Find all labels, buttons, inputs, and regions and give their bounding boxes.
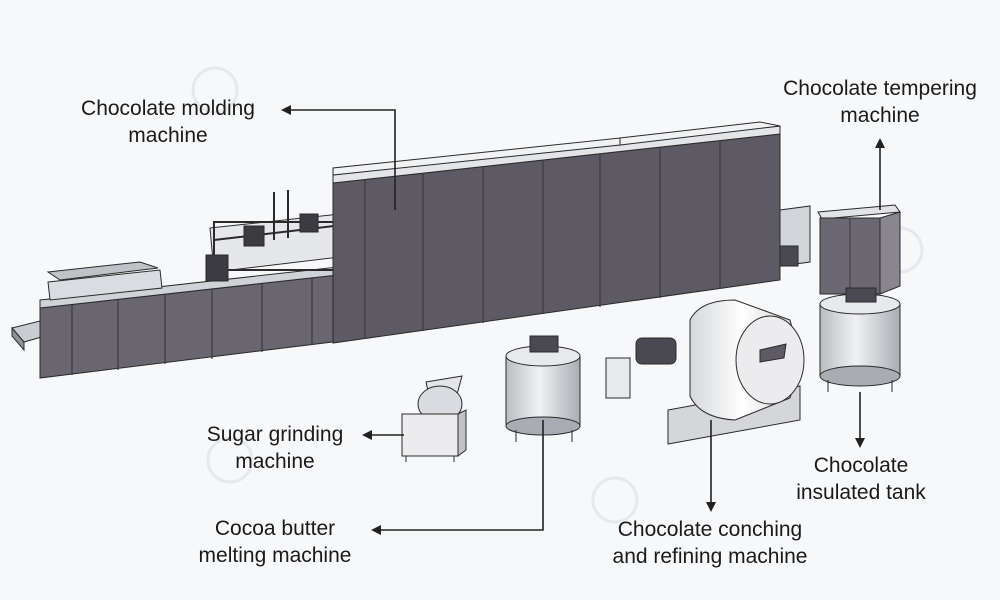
chocolate-molding-line — [11, 121, 811, 379]
label-line: Sugar grinding — [206, 423, 344, 446]
label-line: Cocoa butter — [214, 517, 336, 540]
label-chocolate-tempering-machine: Chocolate tempering machine — [760, 75, 1000, 129]
leader-arrows — [281, 105, 885, 535]
label-line: insulated tank — [796, 481, 926, 504]
chocolate-conching-machine — [605, 299, 805, 445]
label-line: Chocolate conching — [617, 518, 803, 541]
label-line: machine — [840, 104, 920, 127]
chocolate-tempering-machine — [817, 204, 901, 295]
label-chocolate-molding-machine: Chocolate molding machine — [58, 95, 278, 149]
label-line: machine — [235, 450, 315, 473]
label-line: Chocolate — [813, 454, 909, 477]
label-cocoa-butter-melting-machine: Cocoa butter melting machine — [180, 515, 370, 569]
arrow-molding — [281, 105, 396, 210]
label-line: and refining machine — [612, 545, 808, 568]
sugar-grinding-machine — [401, 375, 467, 462]
arrow-cocoa — [371, 420, 544, 535]
chocolate-insulated-tank — [819, 287, 901, 392]
label-line: machine — [128, 124, 208, 147]
label-line: Chocolate molding — [81, 97, 255, 120]
label-sugar-grinding-machine: Sugar grinding machine — [190, 421, 360, 475]
label-chocolate-insulated-tank: Chocolate insulated tank — [776, 452, 946, 506]
label-line: melting machine — [198, 544, 352, 567]
label-chocolate-conching-machine: Chocolate conching and refining machine — [585, 516, 835, 570]
label-line: Chocolate tempering — [783, 77, 977, 100]
